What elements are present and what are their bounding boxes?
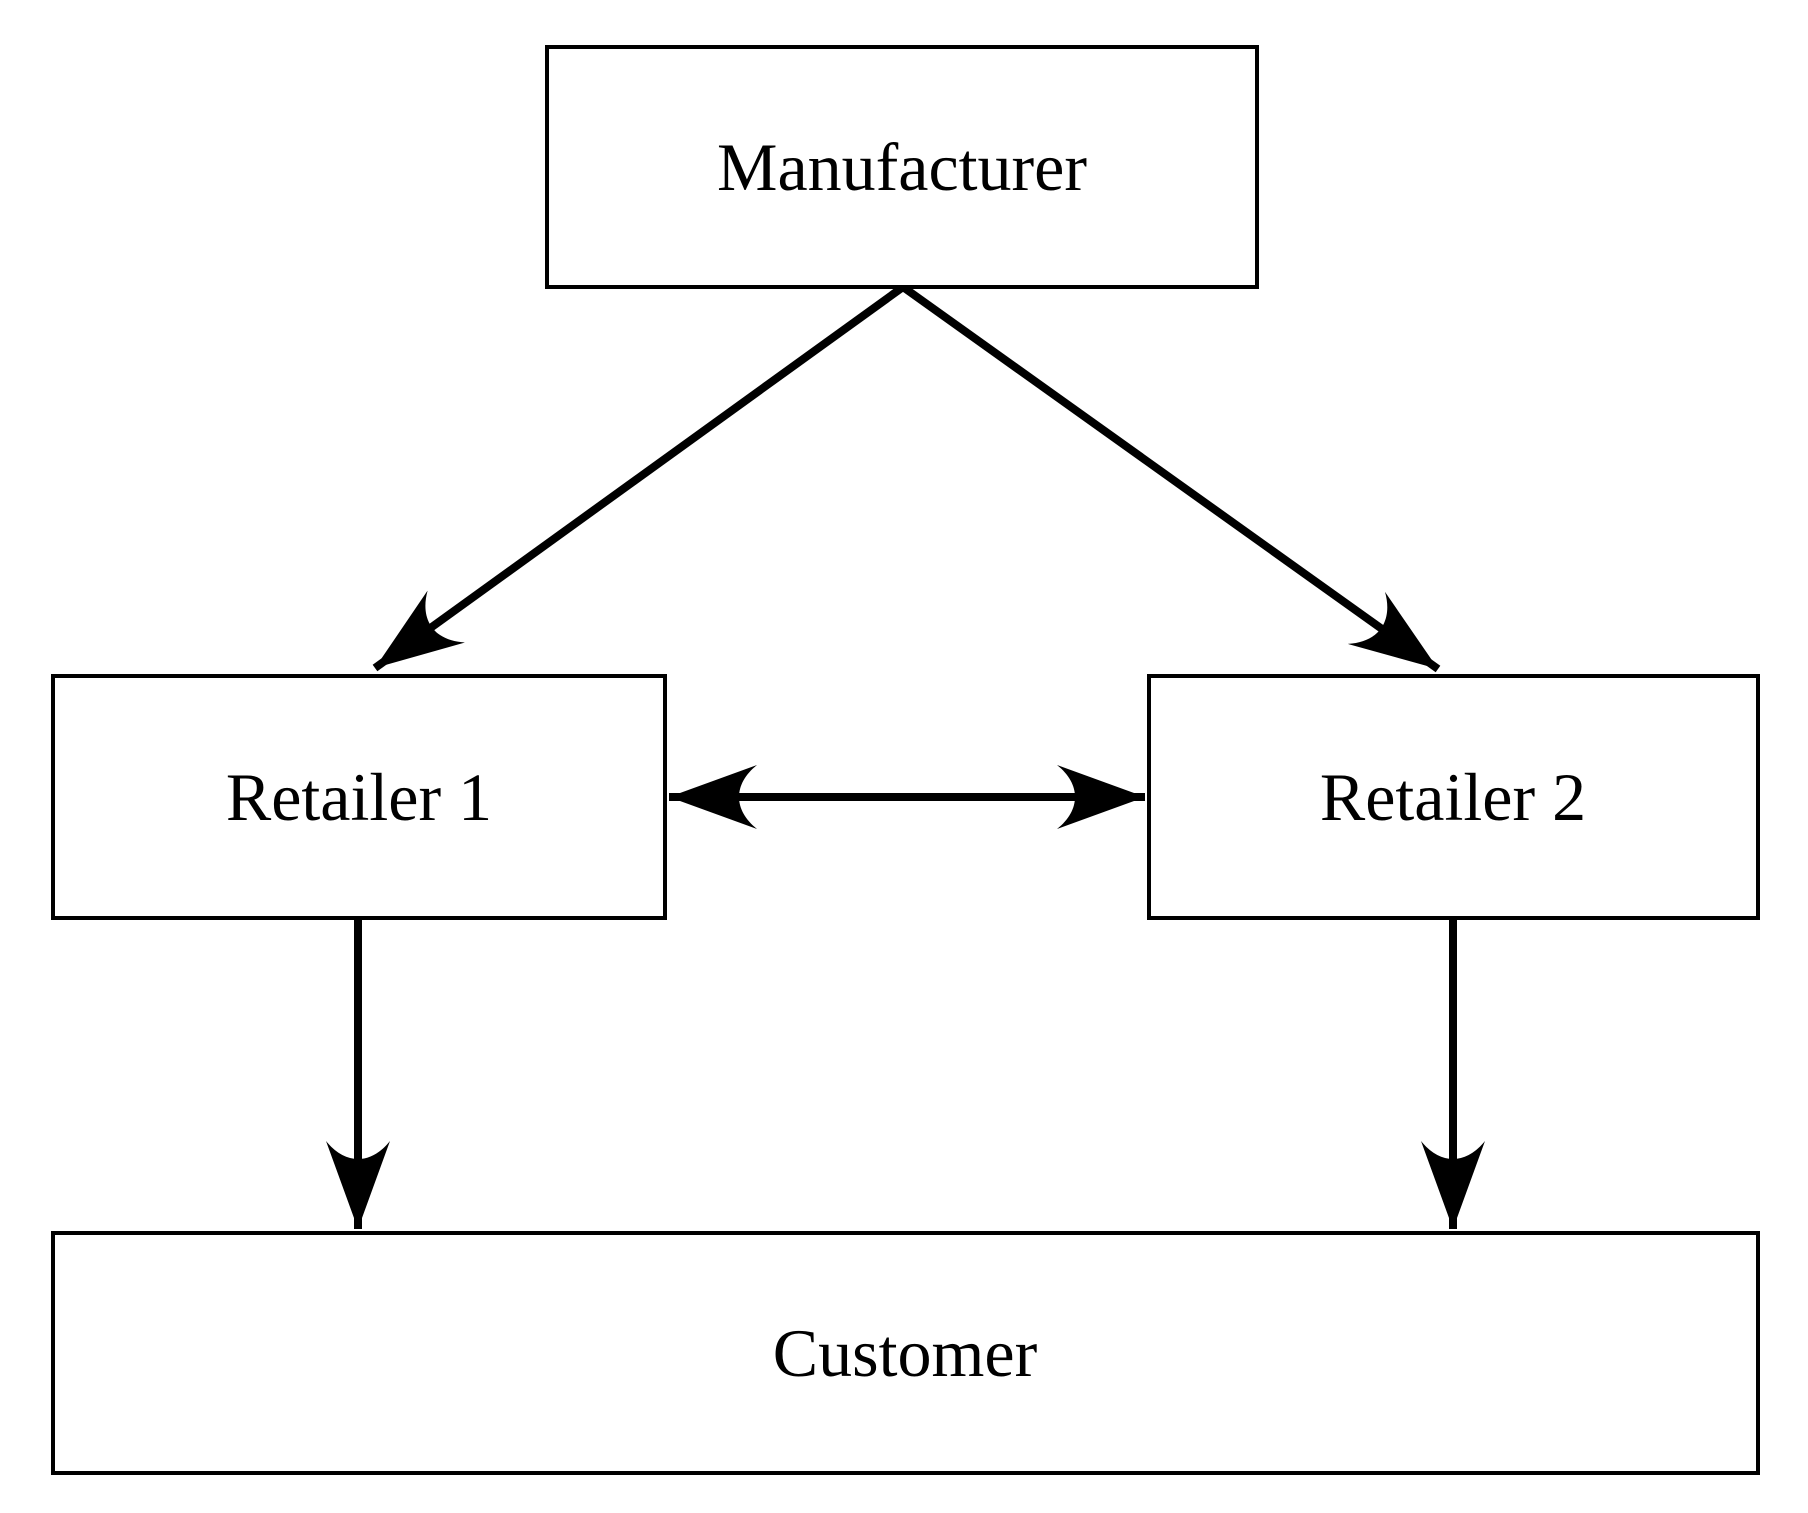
retailer2-label: Retailer 2 xyxy=(1320,759,1586,835)
retailer1-box xyxy=(51,674,667,920)
arrow-manufacturer-to-retailer1 xyxy=(372,283,906,672)
manufacturer-box xyxy=(545,45,1259,289)
manufacturer-node: Manufacturer xyxy=(545,45,1259,289)
customer-label: Customer xyxy=(773,1315,1038,1391)
arrow-manufacturer-to-retailer2 xyxy=(900,283,1441,673)
customer-box xyxy=(51,1231,1760,1475)
retailer2-node: Retailer 2 xyxy=(1147,674,1760,920)
manufacturer-label: Manufacturer xyxy=(717,129,1087,205)
retailer1-label: Retailer 1 xyxy=(226,759,492,835)
retailer1-node: Retailer 1 xyxy=(51,674,667,920)
customer-node: Customer xyxy=(51,1231,1760,1475)
retailer2-box xyxy=(1147,674,1760,920)
